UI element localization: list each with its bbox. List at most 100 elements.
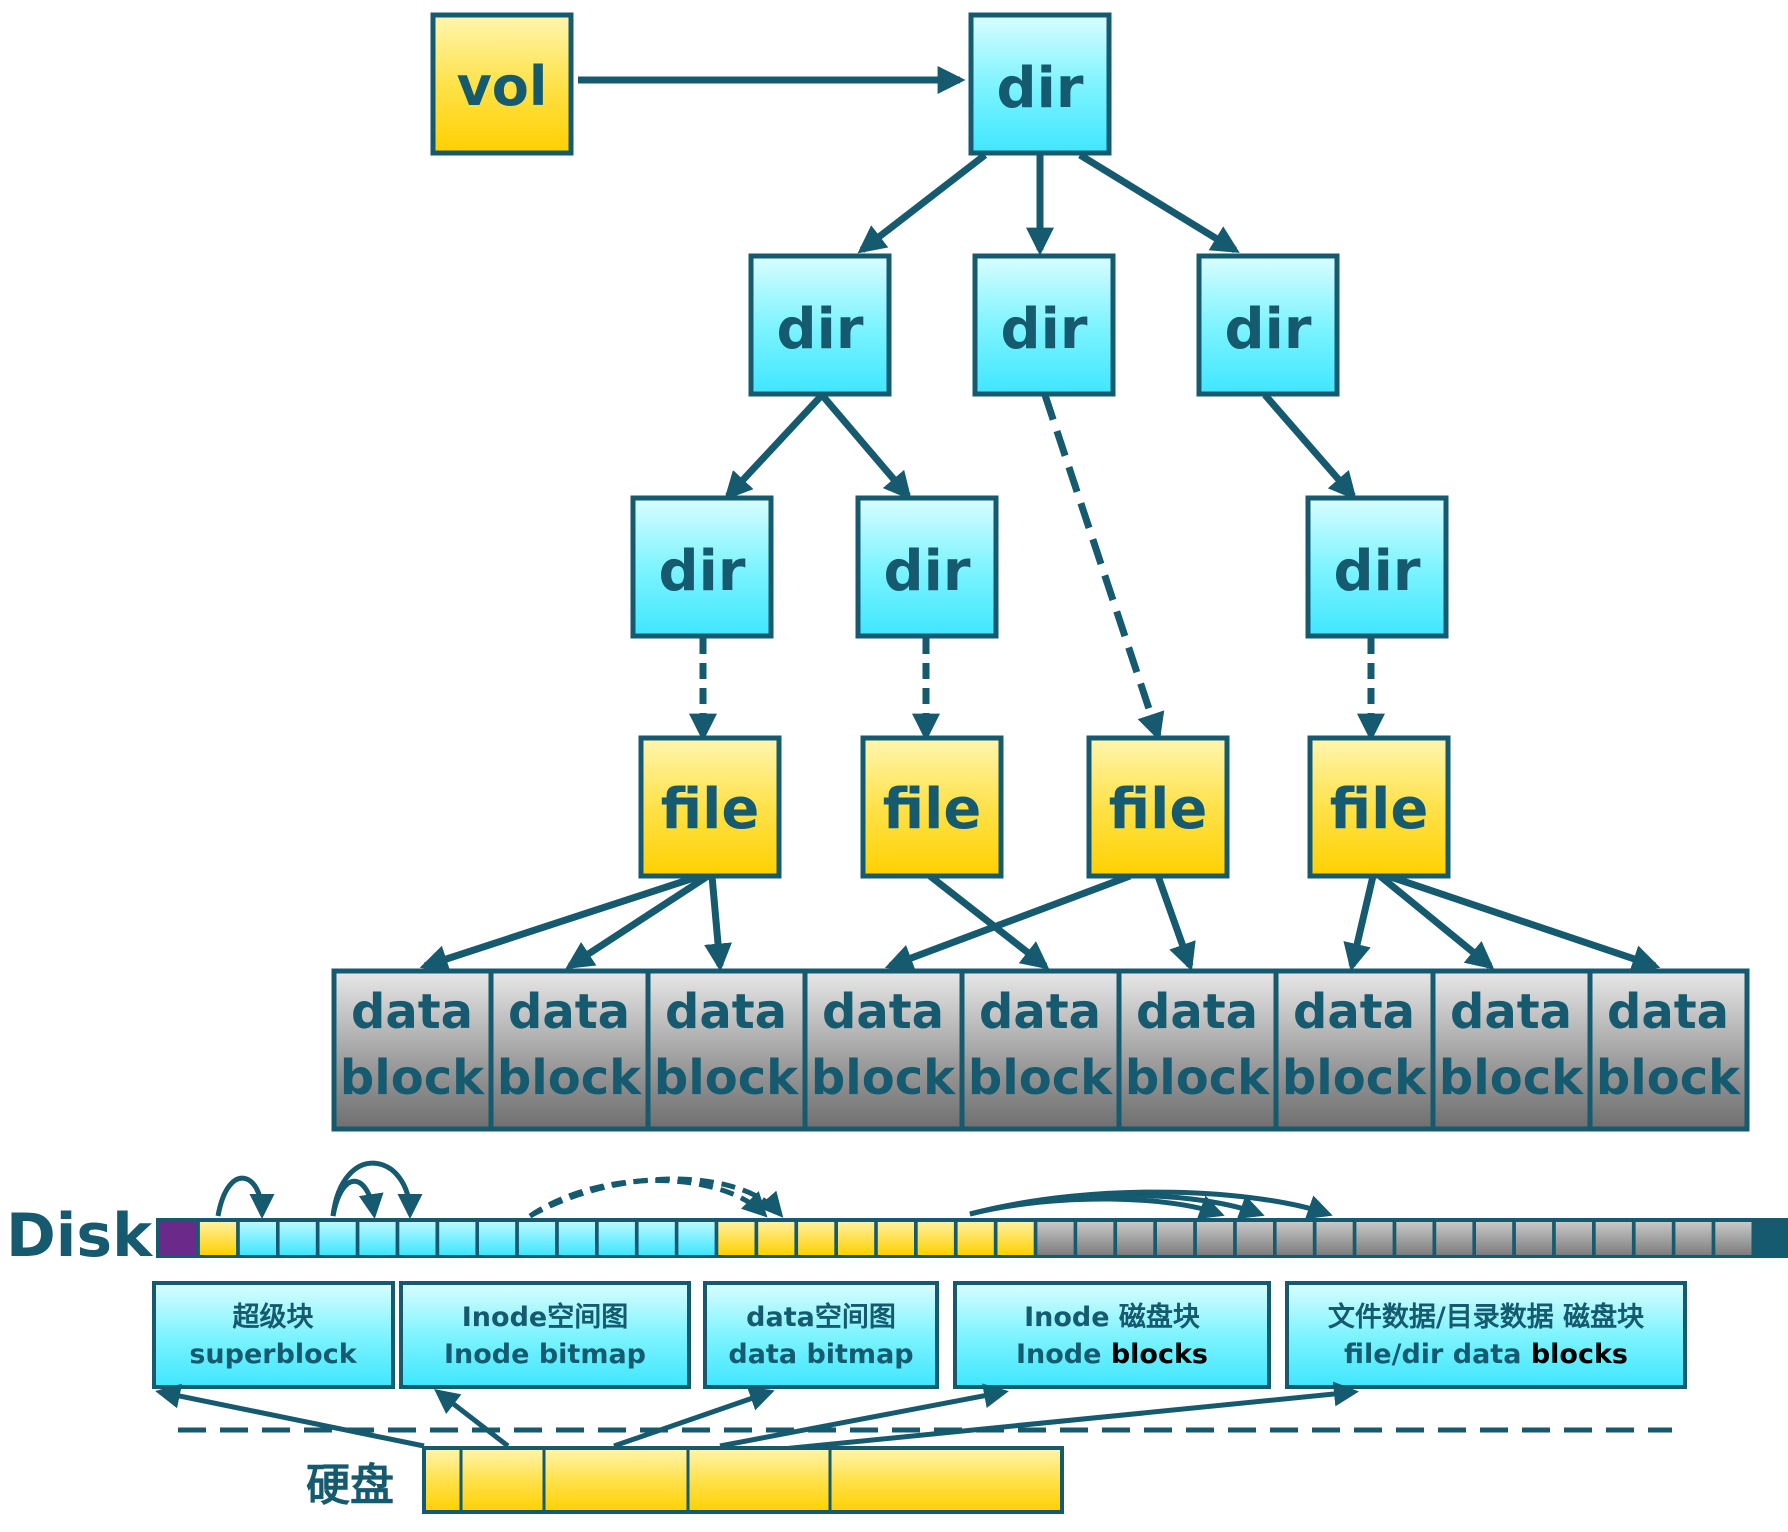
data-block-6: data block: [1116, 968, 1279, 1132]
disk-cell-gray: [1037, 1222, 1074, 1255]
node-file-label: file: [661, 777, 760, 842]
data-block-line1: data: [1450, 984, 1572, 1040]
disk-cell-yellow: [798, 1222, 835, 1255]
node-dir-label: dir: [659, 539, 746, 604]
data-block-line2: block: [968, 1050, 1113, 1106]
arrow-file-c-block-6: [1154, 874, 1196, 972]
node-dir-label: dir: [997, 56, 1084, 121]
data-blocks-row: data block data block data block data bl…: [331, 968, 1750, 1132]
disk-cell-cyan: [399, 1222, 436, 1255]
arrow-file-d-block-7: [1343, 875, 1377, 972]
node-dir-a: dir: [748, 253, 892, 397]
node-file-c: file: [1086, 735, 1230, 879]
data-block-line1: data: [822, 984, 944, 1040]
arrow-file-a-block-3: [704, 875, 732, 972]
data-block-line2: block: [1439, 1050, 1584, 1106]
node-dir-label: dir: [777, 297, 864, 362]
region-inode-bitmap-line1: Inode空间图: [462, 1301, 628, 1333]
disk-cell-gray: [1675, 1222, 1712, 1255]
node-dir-label: dir: [884, 539, 971, 604]
data-block-3: data block: [645, 968, 808, 1132]
arrow-dir-a-dir-e: [819, 392, 912, 501]
disk-cell-gray: [1436, 1222, 1473, 1255]
data-block-line2: block: [340, 1050, 485, 1106]
arrow-dir-c-dir-f: [1262, 392, 1357, 501]
disk-arc-3: [330, 1178, 384, 1219]
arrow-file-a-block-2: [565, 873, 710, 970]
data-block-1: data block: [331, 968, 494, 1132]
disk-strip: [156, 1218, 1788, 1258]
data-block-line2: block: [1596, 1050, 1741, 1106]
node-file-d: file: [1307, 735, 1451, 879]
disk-cell-gray: [1515, 1222, 1553, 1255]
disk-cell-gray: [1276, 1222, 1313, 1255]
region-data-blocks: 文件数据/目录数据 磁盘块 file/dir data blocks: [1285, 1281, 1687, 1389]
disk-cell-gray: [1316, 1222, 1353, 1255]
arrow-file-b-block-5: [927, 873, 1050, 970]
disk-cell-gray: [1356, 1222, 1393, 1255]
region-data-bitmap-line2: data bitmap: [728, 1339, 913, 1370]
node-dir-b: dir: [972, 253, 1116, 397]
region-data-blocks-line1: 文件数据/目录数据 磁盘块: [1328, 1301, 1645, 1333]
region-inode-blocks-line1: Inode 磁盘块: [1024, 1301, 1201, 1333]
disk-cell-gray: [1077, 1222, 1114, 1255]
data-block-4: data block: [802, 968, 965, 1132]
node-file-a: file: [638, 735, 782, 879]
disk-cell-cyan: [518, 1222, 556, 1255]
region-inode-blocks: Inode 磁盘块 Inode blocks: [953, 1281, 1271, 1389]
disk-cell-cyan: [598, 1222, 635, 1255]
hd-arrow-data-blocks: [751, 1381, 1359, 1455]
disk-cell-gray: [1476, 1222, 1513, 1255]
disk-cell-yellow: [758, 1222, 795, 1255]
disk-cell-yellow: [957, 1222, 994, 1255]
node-dir-e: dir: [855, 495, 999, 639]
hd-arrow-superblock: [155, 1383, 425, 1449]
data-block-line2: block: [811, 1050, 956, 1106]
region-data-blocks-line2: file/dir data blocks: [1344, 1339, 1628, 1370]
disk-cell-gray: [1595, 1222, 1632, 1255]
node-file-label: file: [1109, 777, 1208, 842]
disk-cell-cyan: [239, 1222, 276, 1255]
disk-arc-1: [215, 1175, 275, 1219]
arrow-file-c-block-4: [884, 872, 1132, 972]
disk-cell-gray: [1396, 1222, 1433, 1255]
data-block-2: data block: [488, 968, 651, 1132]
disk-cell-yellow: [917, 1222, 954, 1255]
data-block-8: data block: [1430, 968, 1593, 1132]
disk-cell-cyan: [479, 1222, 516, 1255]
node-dir-f: dir: [1305, 495, 1449, 639]
disk-cell-yellow: [838, 1222, 875, 1255]
data-block-line1: data: [508, 984, 630, 1040]
data-block-line1: data: [1136, 984, 1258, 1040]
data-block-line1: data: [1607, 984, 1729, 1040]
region-data-bitmap-line1: data空间图: [746, 1301, 896, 1333]
disk-cell-gray: [1555, 1222, 1592, 1255]
arrow-dir-a-dir-d: [724, 392, 825, 501]
region-superblock-line2: superblock: [189, 1339, 357, 1370]
disk-cell-yellow: [718, 1222, 755, 1255]
data-block-line1: data: [1293, 984, 1415, 1040]
node-file-label: file: [1330, 777, 1429, 842]
region-inode-bitmap: Inode空间图 Inode bitmap: [399, 1281, 691, 1389]
region-inode-blocks-line2a: Inode: [1016, 1339, 1111, 1370]
node-dir-label: dir: [1001, 297, 1088, 362]
region-superblock-line1: 超级块: [233, 1301, 315, 1333]
node-file-label: file: [883, 777, 982, 842]
disk-cell-cyan: [678, 1222, 715, 1255]
disk-cell-yellow: [997, 1222, 1034, 1255]
node-vol: vol: [430, 12, 574, 156]
disk-cell-gray: [1635, 1222, 1672, 1255]
node-dir-label: dir: [1225, 297, 1312, 362]
harddisk-label: 硬盘: [306, 1460, 394, 1511]
disk-cell-gray: [1236, 1222, 1273, 1255]
disk-cells: [160, 1222, 1752, 1255]
hd-arrow-data-bitmap: [613, 1386, 775, 1449]
node-dir-label: dir: [1334, 539, 1421, 604]
disk-label: Disk: [6, 1201, 154, 1271]
node-file-b: file: [860, 735, 1004, 879]
arrow-root-dir-a: [857, 152, 988, 254]
arrow-file-a-block-1: [419, 872, 702, 973]
data-block-5: data block: [959, 968, 1122, 1132]
arrow-dir-b-file-c: [1041, 393, 1165, 742]
